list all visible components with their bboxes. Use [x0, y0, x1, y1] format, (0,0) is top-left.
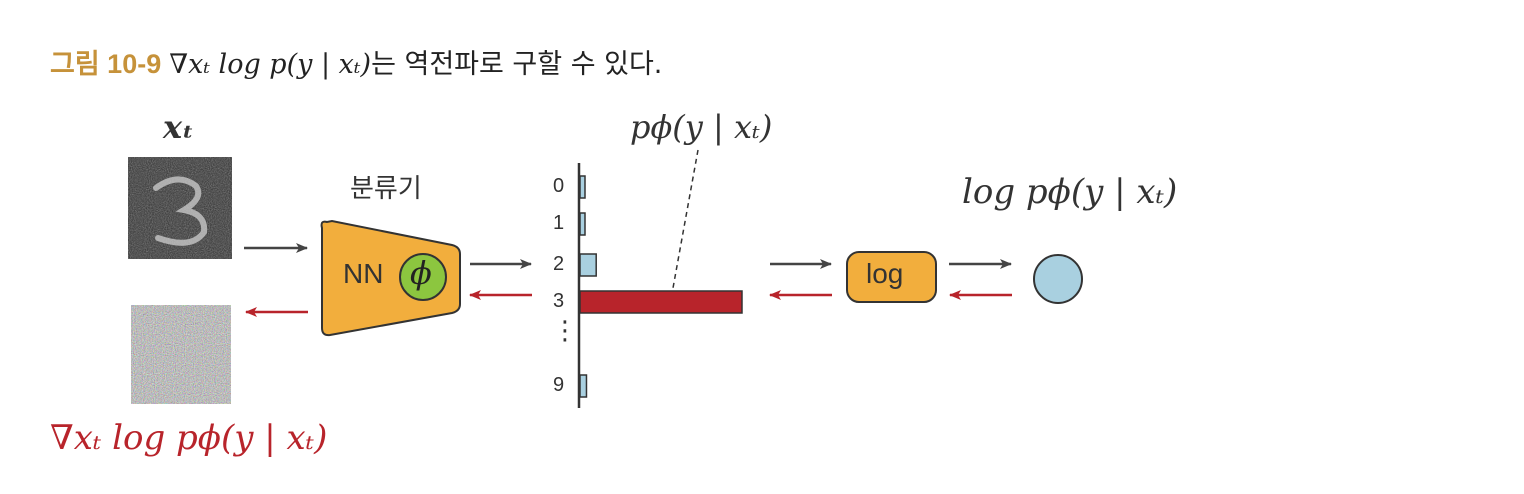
input-label: xₜ [163, 108, 194, 146]
figure-label: 그림 10-9 [50, 49, 162, 79]
bar-group [579, 175, 743, 398]
nn-block [320, 219, 461, 337]
log-box-label: log [866, 258, 904, 289]
output-node [1033, 254, 1083, 304]
phi-circle [399, 253, 447, 301]
classifier-label: 분류기 [350, 174, 422, 204]
gradient-label: ∇xₜ log pϕ(y | xₜ) [50, 418, 328, 458]
bar-class-1 [579, 212, 586, 236]
log-box [846, 251, 937, 303]
log-prob-label: log pϕ(y | xₜ) [962, 172, 1178, 212]
tick-label-0: 0 [553, 175, 565, 197]
tick-label-9: 9 [553, 374, 565, 396]
caption-math: ∇xₜ log p(y | xₜ) [169, 49, 372, 80]
leader-line [672, 149, 699, 289]
bar-class-3 [579, 290, 743, 314]
ellipsis: ⋮ [552, 316, 578, 346]
figure-caption: 그림 10-9∇xₜ log p(y | xₜ)는 역전파로 구할 수 있다. [50, 42, 662, 81]
phi-symbol: ϕ [410, 254, 432, 292]
bar-class-9 [579, 374, 588, 398]
input-image [128, 157, 232, 259]
caption-text: 는 역전파로 구할 수 있다. [371, 49, 663, 80]
tick-label-3: 3 [553, 290, 565, 312]
bar-class-2 [579, 253, 597, 277]
tick-label-2: 2 [553, 253, 565, 275]
gradient-image [131, 305, 231, 404]
digit-3-icon [153, 176, 208, 246]
tick-label-1: 1 [553, 212, 565, 234]
distribution-label: pϕ(y | xₜ) [630, 108, 773, 146]
nn-label: NN [343, 258, 384, 289]
bar-class-0 [579, 175, 586, 199]
